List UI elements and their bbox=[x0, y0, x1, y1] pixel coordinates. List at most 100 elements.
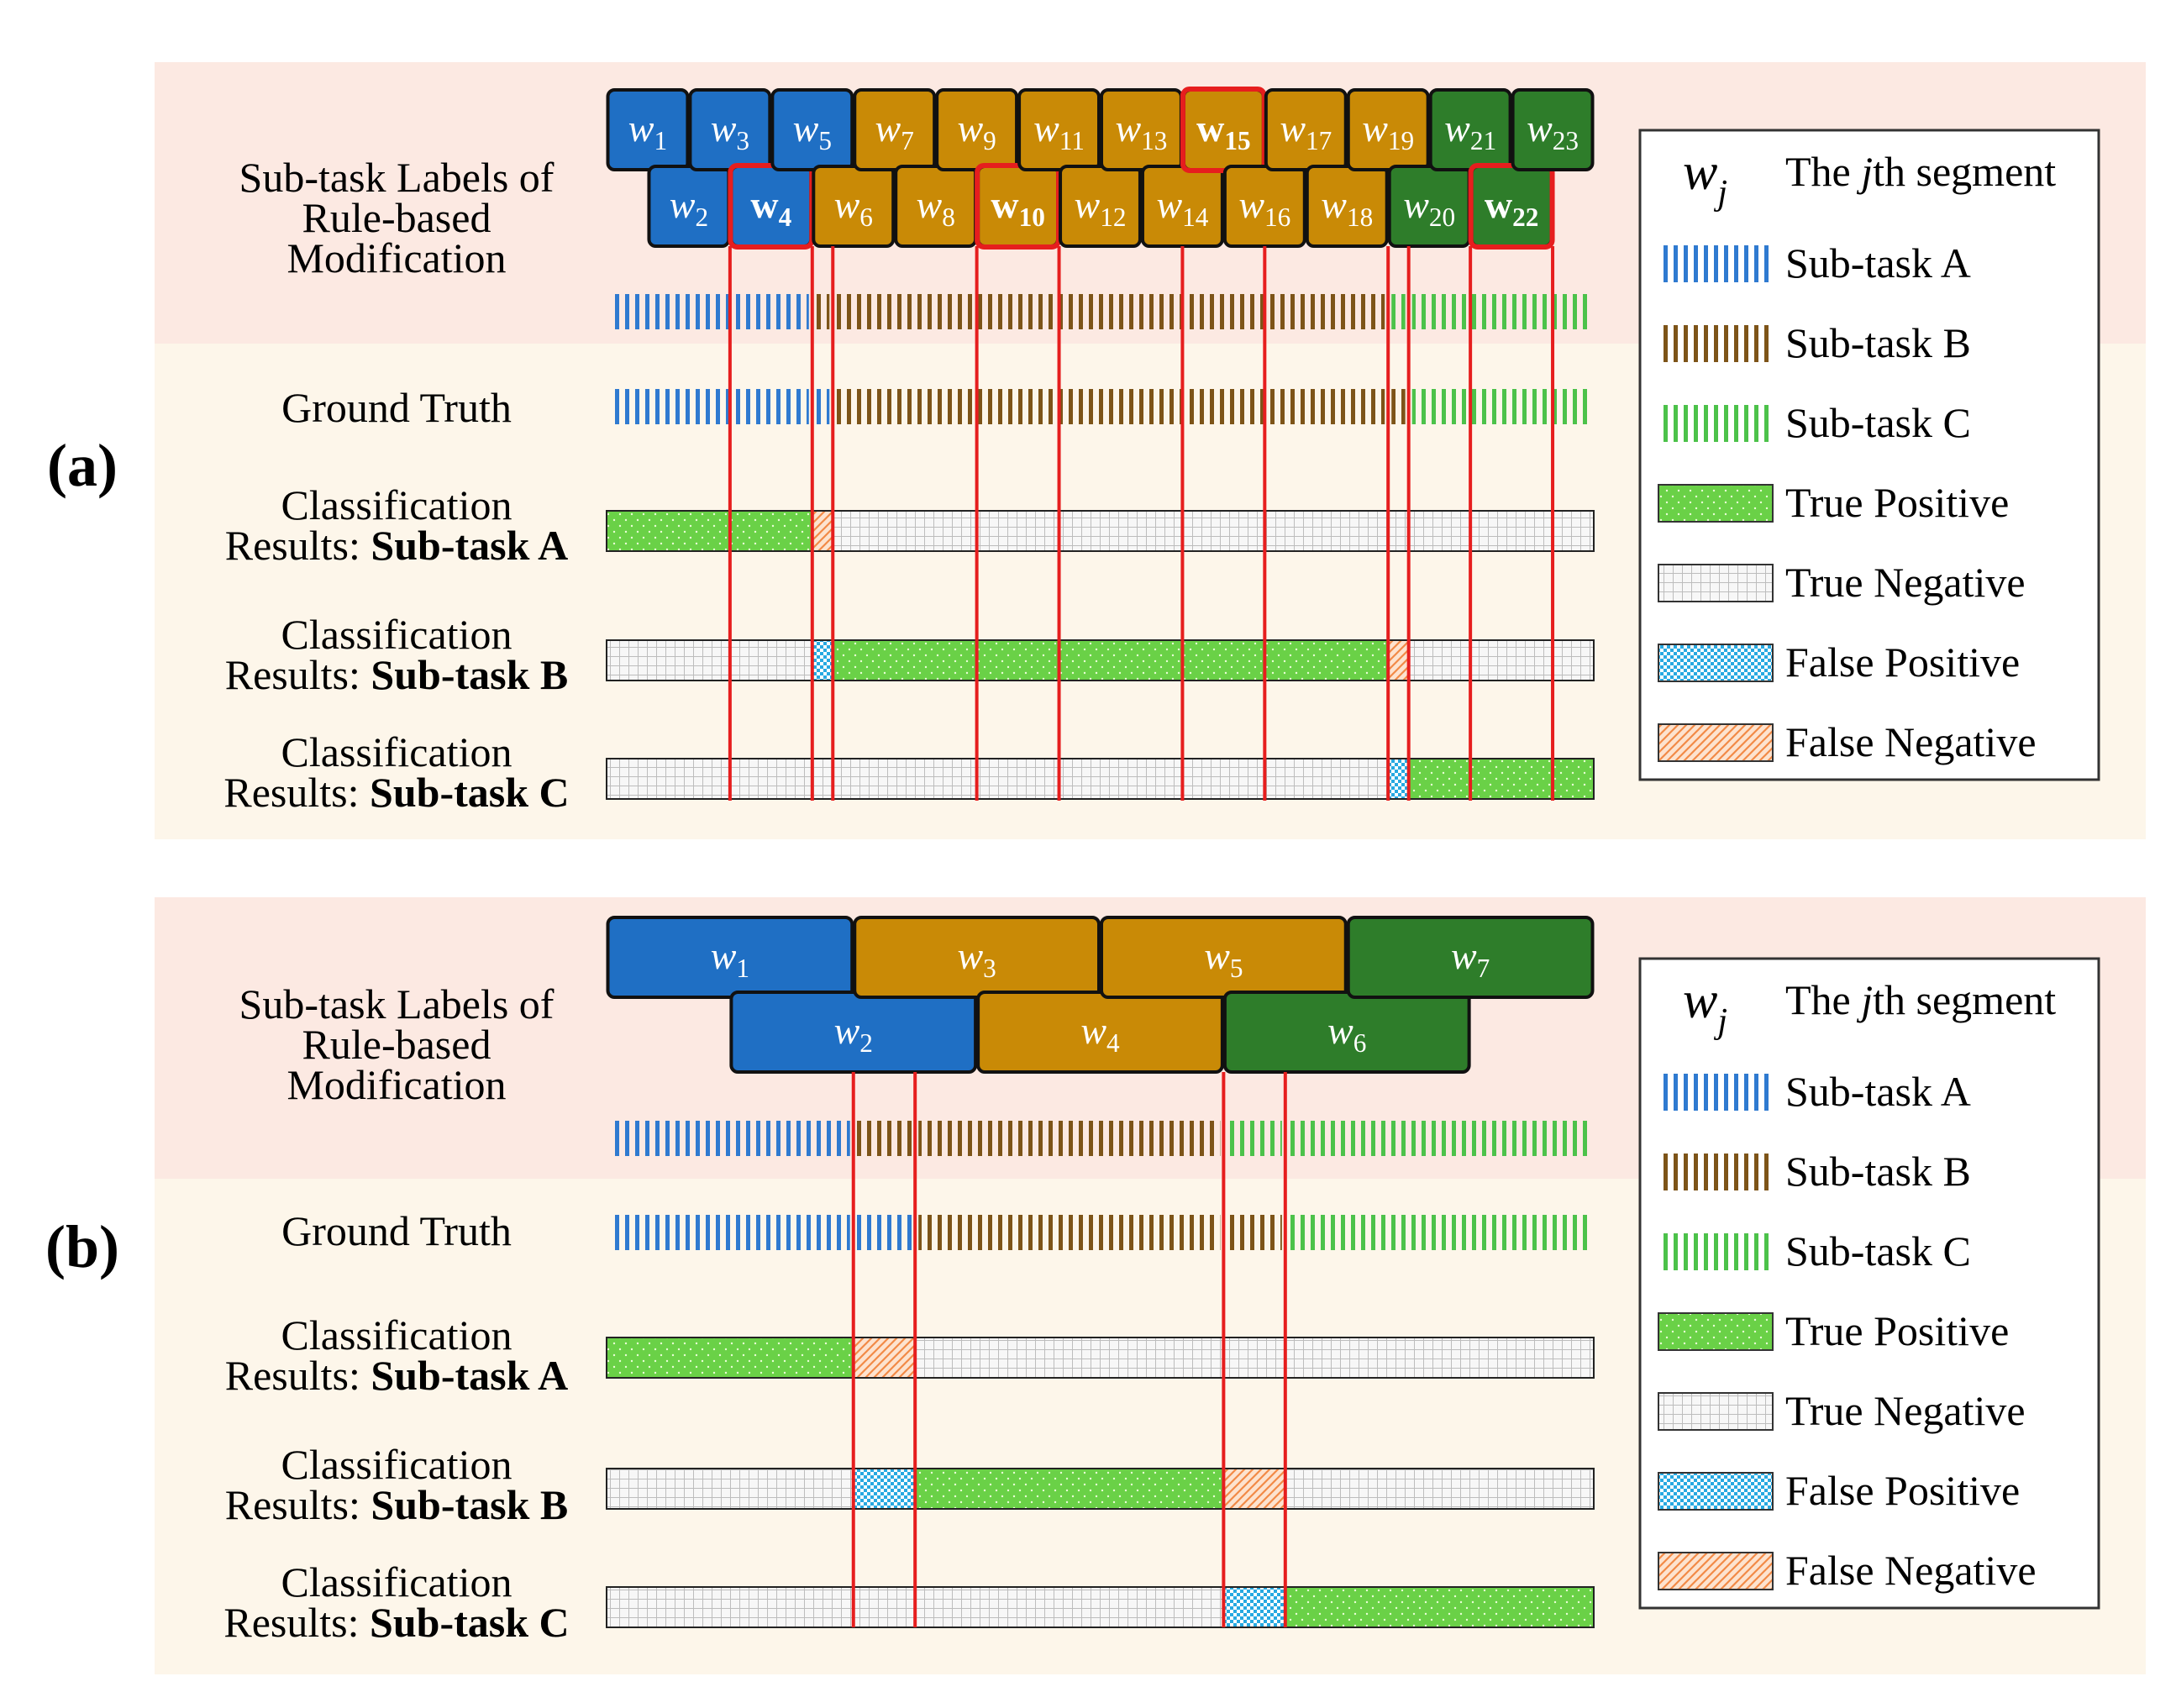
segment-w17: w17 bbox=[1264, 88, 1348, 171]
segment-w21: w21 bbox=[1428, 88, 1512, 171]
legend-item-true-negative: True Negative bbox=[1658, 1387, 2026, 1434]
predicted-label-stripes bbox=[610, 1121, 1590, 1156]
panel-a-tag: (a) bbox=[47, 432, 118, 499]
stripe-span bbox=[610, 294, 809, 329]
segment-box bbox=[1346, 88, 1430, 171]
legend-header-symbol: wj bbox=[1683, 144, 1727, 213]
legend-label: False Positive bbox=[1785, 639, 2020, 686]
legend-label: Sub-task A bbox=[1785, 239, 1971, 286]
result-span-tn bbox=[1408, 640, 1594, 681]
legend-label: Sub-task A bbox=[1785, 1068, 1971, 1115]
segment-label: w13 bbox=[1115, 107, 1167, 155]
segment-w12: w12 bbox=[1059, 165, 1142, 248]
segment-w15: w15 bbox=[1180, 87, 1267, 173]
stripe-span bbox=[836, 294, 1385, 329]
segment-w23: w23 bbox=[1511, 88, 1595, 171]
legend-swatch bbox=[1658, 1392, 1774, 1431]
result-span-tn bbox=[1388, 511, 1409, 551]
segment-w6: w6 bbox=[1222, 991, 1471, 1074]
stripe-span bbox=[610, 1215, 850, 1250]
result-span-tn bbox=[607, 759, 812, 799]
legend-swatch bbox=[1658, 1312, 1774, 1351]
stripe-span bbox=[610, 1121, 850, 1156]
legend-swatch bbox=[1658, 564, 1774, 602]
ground-truth-stripes bbox=[610, 389, 1590, 424]
result-span-tp bbox=[833, 640, 1389, 681]
legend-swatch bbox=[1658, 644, 1774, 682]
result-span-tp bbox=[1285, 1587, 1594, 1627]
stripe-span bbox=[1288, 1121, 1590, 1156]
segment-w4: w4 bbox=[976, 991, 1224, 1074]
result-bar-subtask-c bbox=[606, 758, 1595, 800]
legend-label: True Negative bbox=[1785, 559, 2026, 606]
result-span-fp bbox=[853, 1469, 916, 1509]
legend-item-sub-task-c: Sub-task C bbox=[1658, 1227, 1971, 1274]
segment-label: w8 bbox=[917, 183, 955, 232]
legend-item-sub-task-c: Sub-task C bbox=[1658, 399, 1971, 446]
segment-w2: w2 bbox=[647, 165, 731, 248]
segment-label: w20 bbox=[1403, 183, 1455, 232]
legend-label: Sub-task C bbox=[1785, 399, 1971, 446]
stripe-span bbox=[1391, 389, 1406, 424]
legend-item-sub-task-a: Sub-task A bbox=[1658, 1068, 1971, 1115]
segment-w16: w16 bbox=[1222, 165, 1306, 248]
result-span-tp bbox=[915, 1469, 1224, 1509]
legend-label: Sub-task B bbox=[1785, 1148, 1971, 1195]
legend-label: False Negative bbox=[1785, 1547, 2037, 1594]
legend-item-sub-task-b: Sub-task B bbox=[1658, 1148, 1971, 1195]
result-b-line1: Classification bbox=[281, 611, 512, 658]
segment-w9: w9 bbox=[935, 88, 1019, 171]
legend-swatch bbox=[1658, 1552, 1774, 1590]
legend-item-true-negative: True Negative bbox=[1658, 559, 2026, 606]
result-a-line2: Results: Sub-task A bbox=[225, 1352, 568, 1399]
result-bar-frame bbox=[606, 758, 1595, 800]
stripe-span bbox=[918, 1121, 1221, 1156]
segment-w5: w5 bbox=[770, 88, 854, 171]
result-span-fn bbox=[1223, 1469, 1285, 1509]
result-span-tn bbox=[833, 759, 1389, 799]
subtask-labels-line3: Modification bbox=[286, 234, 506, 281]
predicted-label-stripes bbox=[610, 294, 1590, 329]
segment-label: w19 bbox=[1362, 107, 1414, 155]
segment-label: w2 bbox=[670, 183, 708, 232]
result-c-line2: Results: Sub-task C bbox=[223, 1599, 569, 1646]
segment-label: w4 bbox=[1080, 1009, 1120, 1058]
segment-label: w23 bbox=[1527, 107, 1579, 155]
result-c-line2: Results: Sub-task C bbox=[223, 769, 569, 816]
result-a-line1: Classification bbox=[281, 1311, 512, 1359]
legend-item-true-positive: True Positive bbox=[1658, 1307, 2009, 1354]
segment-box bbox=[1511, 88, 1595, 171]
result-bar-frame bbox=[606, 1586, 1595, 1628]
result-bar-subtask-b bbox=[606, 639, 1595, 681]
legend-header-text: The jth segment bbox=[1785, 148, 2056, 195]
segment-label: w10 bbox=[991, 183, 1045, 232]
result-bar-frame bbox=[606, 510, 1595, 552]
ground-truth-label: Ground Truth bbox=[281, 1207, 512, 1254]
result-bar-subtask-c bbox=[606, 1586, 1595, 1628]
segment-box bbox=[1017, 88, 1101, 171]
result-c-line1: Classification bbox=[281, 1558, 512, 1606]
legend-label: True Positive bbox=[1785, 479, 2009, 526]
segment-label: w14 bbox=[1156, 183, 1208, 232]
segment-w8: w8 bbox=[894, 165, 978, 248]
ground-truth-stripes bbox=[610, 1215, 1590, 1250]
legend-label: True Negative bbox=[1785, 1387, 2026, 1434]
segment-box bbox=[1346, 916, 1595, 999]
segment-box bbox=[606, 88, 690, 171]
result-bar-frame bbox=[606, 1468, 1595, 1510]
segment-box bbox=[770, 88, 854, 171]
segment-w14: w14 bbox=[1140, 165, 1224, 248]
result-span-tp bbox=[607, 511, 812, 551]
result-span-fp bbox=[1388, 759, 1409, 799]
result-span-fn bbox=[1388, 640, 1409, 681]
stripe-span bbox=[856, 1215, 912, 1250]
legend-swatch bbox=[1658, 245, 1773, 282]
segment-w2: w2 bbox=[729, 991, 978, 1074]
segment-label: w6 bbox=[834, 183, 873, 232]
legend-label: Sub-task C bbox=[1785, 1227, 1971, 1274]
subtask-labels-line1: Sub-task Labels of bbox=[239, 980, 555, 1027]
segment-w22: w22 bbox=[1468, 163, 1555, 250]
result-a-line2: Results: Sub-task A bbox=[225, 522, 568, 569]
